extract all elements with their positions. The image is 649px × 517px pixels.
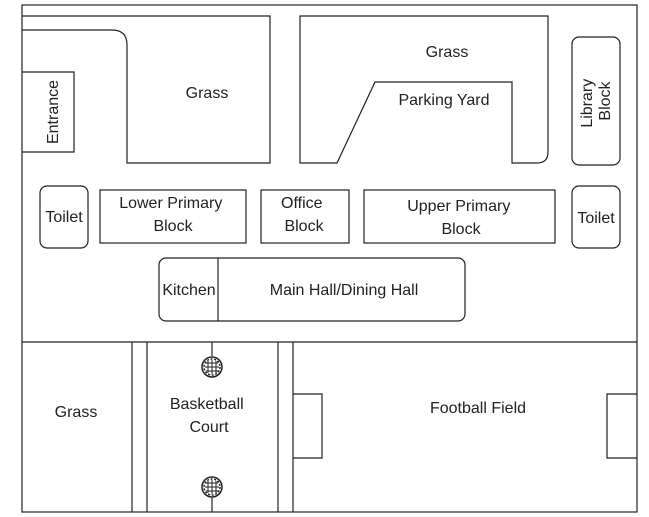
basketball-hoop-icon: [201, 356, 223, 378]
svg-text:Office Block: Office Block: [281, 195, 327, 235]
office-block-label-line1: Office: [281, 195, 323, 212]
upper-primary-label-line2: Block: [441, 221, 481, 238]
office-block: Office Block: [260, 189, 350, 244]
toilet-right-label: Toilet: [577, 210, 615, 227]
kitchen-label: Kitchen: [162, 282, 215, 299]
goal-area-right: [606, 393, 637, 459]
basketball-court: Basketball Court: [131, 342, 294, 512]
main-hall-label: Main Hall/Dining Hall: [270, 282, 419, 299]
svg-text:Library Block: Library Block: [579, 74, 614, 127]
toilet-right: Toilet: [571, 185, 621, 249]
svg-text:Lower Primary Block: Lower Primary Block: [119, 195, 227, 235]
library-block: Library Block: [571, 36, 621, 166]
grass-top-right-label: Grass: [426, 44, 469, 61]
football-field: Football Field: [293, 393, 637, 459]
office-block-label-line2: Block: [284, 218, 324, 235]
grass-area-top-left: Grass: [22, 15, 271, 164]
library-block-label-line1: Library: [579, 79, 596, 128]
parking-yard-label: Parking Yard: [398, 92, 489, 109]
lower-primary-block: Lower Primary Block: [99, 189, 247, 244]
basketball-court-label-line1: Basketball: [170, 396, 244, 413]
toilet-left-label: Toilet: [45, 209, 83, 226]
outer-boundary: [21, 4, 638, 513]
grass-bottom-label: Grass: [55, 404, 98, 421]
toilet-left: Toilet: [39, 185, 89, 249]
upper-primary-label-line1: Upper Primary: [407, 198, 510, 215]
lower-primary-label-line2: Block: [153, 218, 193, 235]
library-block-label-line2: Block: [597, 80, 614, 120]
upper-primary-block: Upper Primary Block: [363, 189, 556, 244]
grass-top-left-label: Grass: [186, 85, 229, 102]
svg-text:Upper Primary Block: Upper Primary Block: [407, 198, 515, 238]
main-hall-building: Kitchen Main Hall/Dining Hall: [158, 257, 466, 322]
basketball-hoop-icon: [201, 476, 223, 498]
grass-area-top-right: Grass: [299, 15, 549, 164]
lower-primary-label-line1: Lower Primary: [119, 195, 222, 212]
entrance: Entrance: [22, 71, 75, 153]
svg-text:Basketball Court: Basketball Court: [170, 396, 248, 436]
football-field-label: Football Field: [430, 400, 526, 417]
goal-area-left: [293, 393, 323, 459]
entrance-label: Entrance: [45, 80, 62, 144]
basketball-court-label-line2: Court: [189, 419, 229, 436]
